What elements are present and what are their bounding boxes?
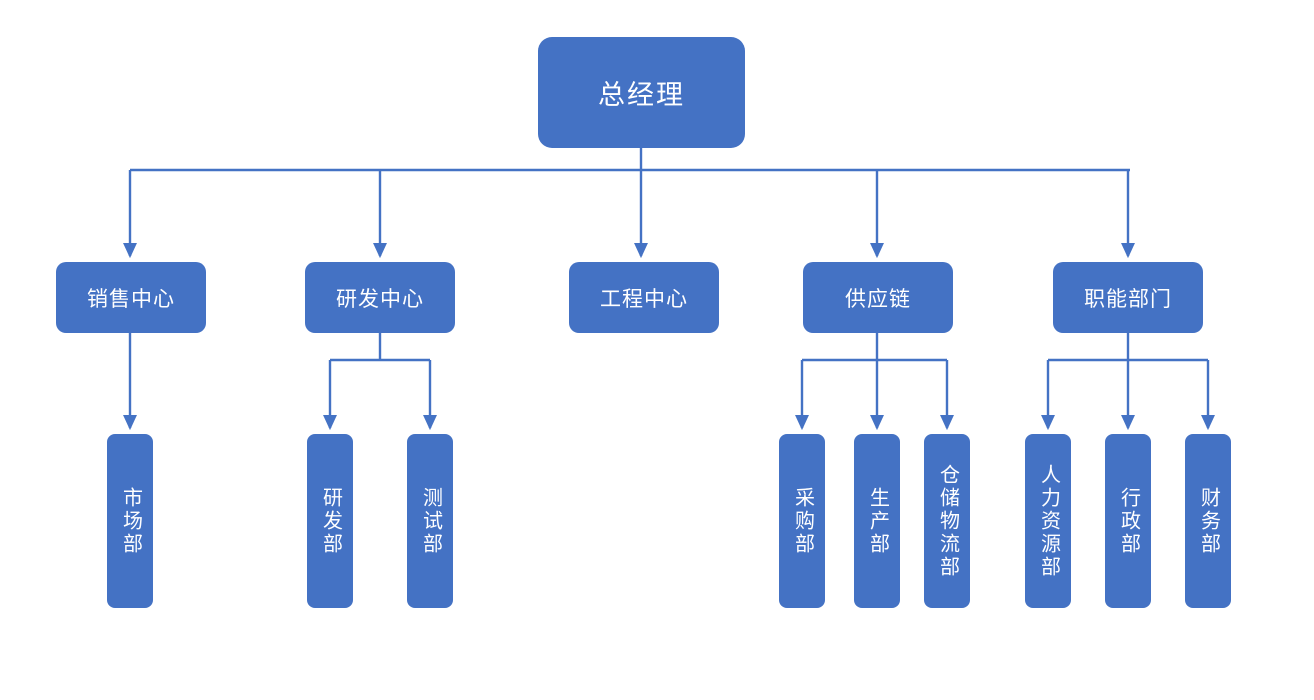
node-functional-departments[interactable]: 职能部门 (1053, 262, 1203, 333)
node-label: 总经理 (598, 80, 685, 110)
node-human-resources-dept[interactable]: 人力资源部 (1025, 434, 1071, 608)
node-production-dept[interactable]: 生产部 (854, 434, 900, 608)
node-warehouse-logistics-dept[interactable]: 仓储物流部 (924, 434, 970, 608)
node-label: 测试部 (419, 486, 442, 556)
node-label: 人力资源部 (1037, 463, 1060, 579)
node-engineering-center[interactable]: 工程中心 (569, 262, 719, 333)
node-general-manager[interactable]: 总经理 (538, 37, 745, 148)
node-testing-dept[interactable]: 测试部 (407, 434, 453, 608)
node-label: 销售中心 (87, 287, 175, 311)
node-finance-dept[interactable]: 财务部 (1185, 434, 1231, 608)
node-label: 市场部 (119, 486, 142, 556)
node-label: 研发中心 (336, 287, 424, 311)
node-label: 仓储物流部 (936, 463, 959, 579)
node-label: 采购部 (791, 486, 814, 556)
node-marketing-dept[interactable]: 市场部 (107, 434, 153, 608)
node-rd-dept[interactable]: 研发部 (307, 434, 353, 608)
node-sales-center[interactable]: 销售中心 (56, 262, 206, 333)
node-label: 研发部 (319, 486, 342, 556)
node-label: 供应链 (845, 287, 911, 311)
node-label: 生产部 (866, 486, 889, 556)
node-label: 财务部 (1197, 486, 1220, 556)
node-label: 行政部 (1117, 486, 1140, 556)
node-procurement-dept[interactable]: 采购部 (779, 434, 825, 608)
node-administration-dept[interactable]: 行政部 (1105, 434, 1151, 608)
node-label: 职能部门 (1084, 287, 1172, 311)
node-label: 工程中心 (600, 287, 688, 311)
node-supply-chain[interactable]: 供应链 (803, 262, 953, 333)
node-rd-center[interactable]: 研发中心 (305, 262, 455, 333)
